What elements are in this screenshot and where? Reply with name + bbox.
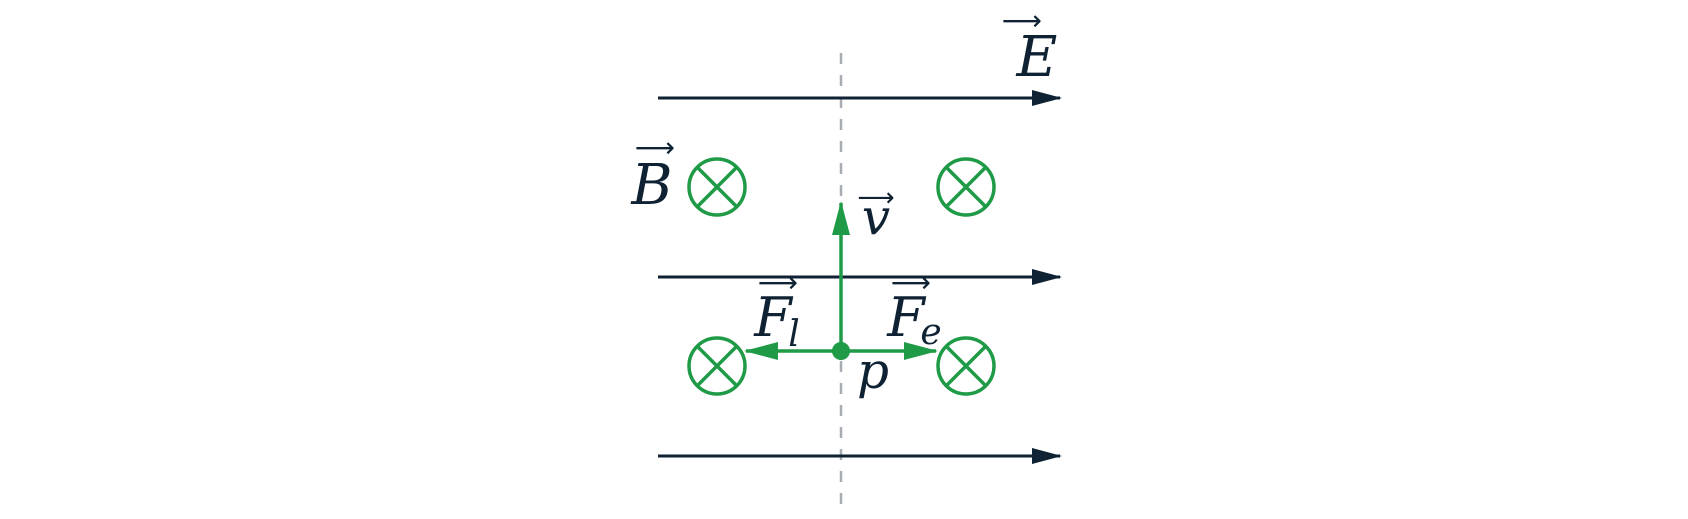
e-symbol: E [1016,25,1058,90]
fe-vector-arrow: ⟶ [891,266,931,299]
b-symbol: B [630,153,672,218]
e-vector-arrow: ⟶ [1002,4,1042,37]
b-vector-arrow: ⟶ [635,131,675,164]
circle-cross-icon [687,336,747,396]
v-vector-arrow: ⟶ [857,183,894,213]
magnetic-field-label: ⟶ B [630,131,675,218]
fl-subscript: l [788,314,800,355]
electric-field-label: ⟶ E [1002,4,1058,90]
fe-subscript: e [920,312,941,353]
circle-cross-icon [687,157,747,217]
circle-cross-icon [936,336,996,396]
v-symbol: v [862,188,890,246]
fl-vector-arrow: ⟶ [758,266,798,299]
velocity-label: ⟶ v [857,183,894,246]
fl-symbol: F [753,286,794,349]
electric-force-label: ⟶ F e [886,266,941,353]
fe-symbol: F [886,286,927,349]
particle-label: p [857,342,889,400]
circle-cross-icon [936,157,996,217]
particle-dot [832,342,850,360]
lorentz-force-label: ⟶ F l [753,266,799,355]
